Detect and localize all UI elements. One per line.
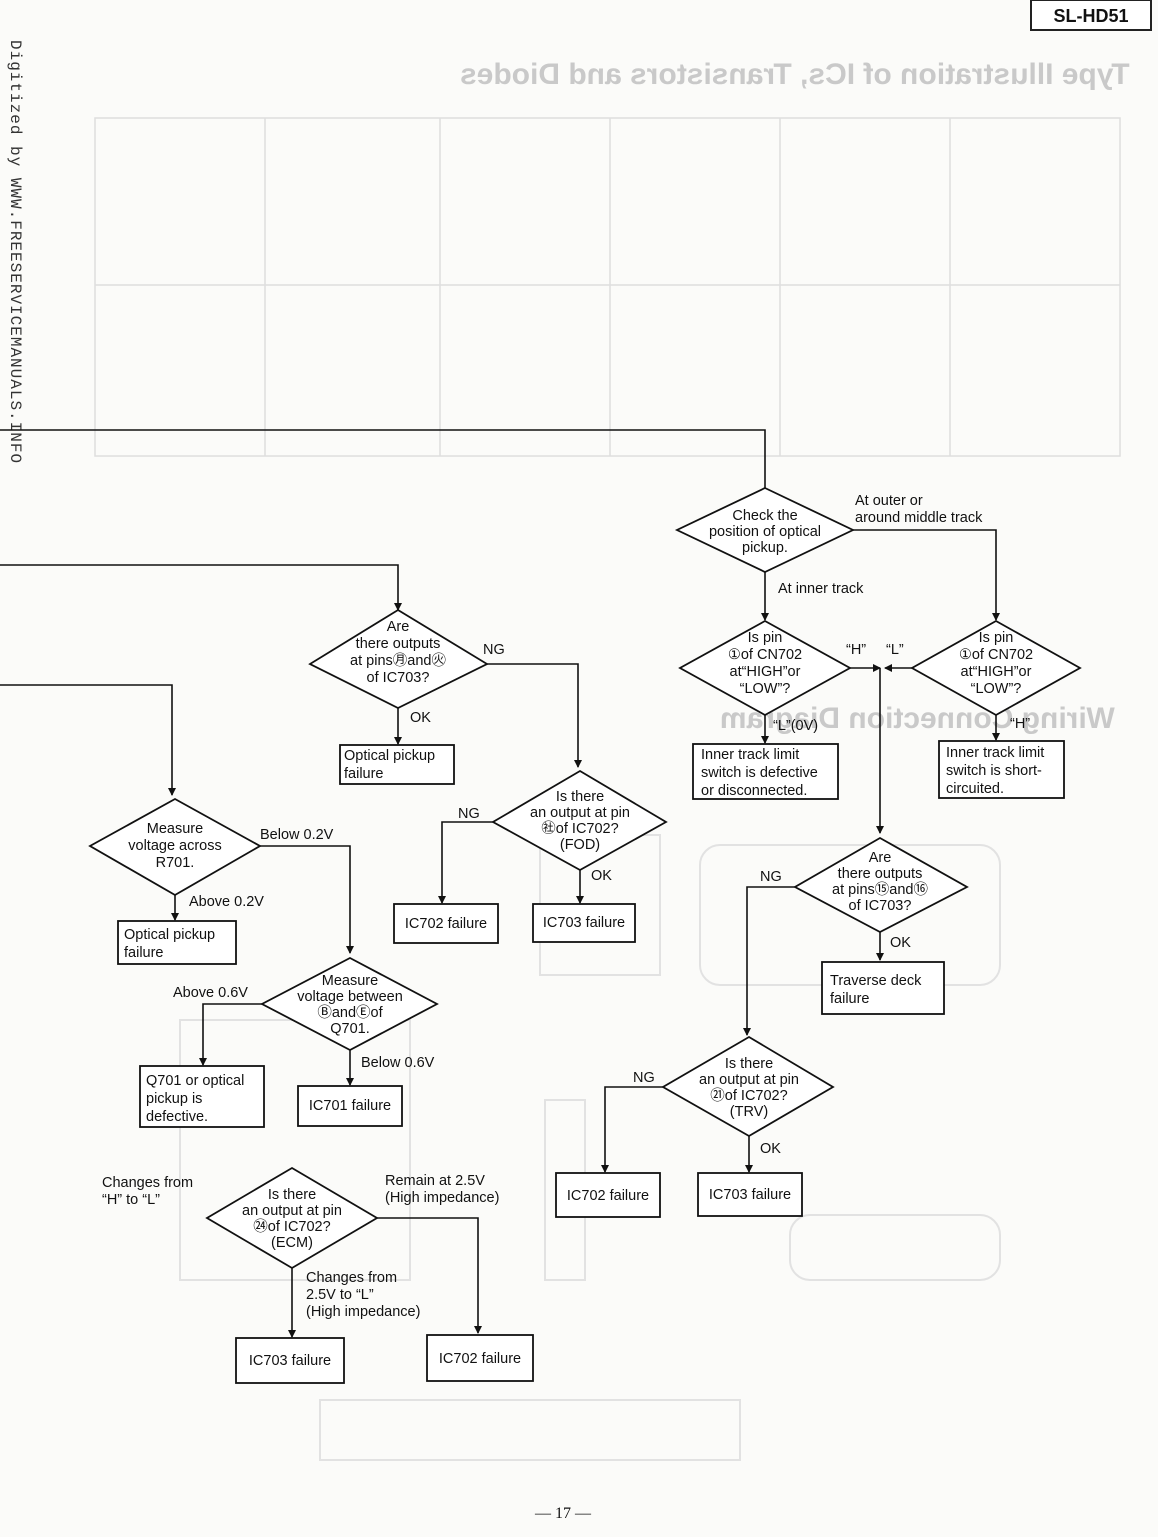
label-ng-1: NG (483, 642, 505, 658)
decision-check-position (674, 487, 856, 573)
label-ok-1: OK (410, 710, 431, 726)
box-inner-defective (692, 743, 839, 800)
label-L0V-label: “L”(0V) (773, 718, 818, 734)
label-above-06: Above 0.6V (173, 985, 248, 1001)
decision-pin1-left (678, 619, 852, 717)
label-ic703-fail-c: IC703 failure (249, 1353, 331, 1369)
box-ic702-fail-b (555, 1172, 661, 1218)
box-ic703-fail-a (532, 903, 636, 943)
box-q701-defective (139, 1065, 265, 1128)
label-ic703-fail-b: IC703 failure (709, 1187, 791, 1203)
label-remain-25: Remain at 2.5V(High impedance) (385, 1173, 499, 1206)
decision-pin1-right (910, 619, 1082, 717)
connector-lines (0, 429, 1000, 1338)
label-ok-3: OK (890, 935, 911, 951)
decision-pin21 (661, 1035, 835, 1138)
box-optical-failure-left (117, 920, 237, 965)
label-H-label: “H” (846, 642, 866, 658)
label-changes-hl: Changes from“H” to “L” (102, 1175, 193, 1208)
decision-pin24 (205, 1166, 379, 1270)
decision-outputs-25-26 (308, 608, 489, 710)
label-ic702-fail-a: IC702 failure (405, 916, 487, 932)
label-ic701-fail: IC701 failure (309, 1098, 391, 1114)
box-ic703-fail-b (697, 1172, 803, 1217)
label-ng-4: NG (633, 1070, 655, 1086)
diamonds (88, 487, 1082, 1270)
box-ic703-fail-c (235, 1337, 345, 1384)
box-ic702-fail-c (426, 1334, 534, 1382)
label-L-label: “L” (886, 642, 904, 658)
decision-measure-r701 (88, 797, 262, 897)
decision-pin28 (491, 769, 668, 872)
page-number: — 17 — (535, 1505, 591, 1522)
model-label: SL-HD51 (1030, 0, 1152, 31)
label-above-02: Above 0.2V (189, 894, 264, 910)
box-ic701-fail (297, 1085, 403, 1127)
label-H-label-right: “H” (1010, 716, 1030, 732)
label-below-02: Below 0.2V (260, 827, 334, 843)
box-inner-short (938, 740, 1065, 799)
decision-outputs-15-16 (793, 836, 969, 934)
label-ng-2: NG (458, 806, 480, 822)
watermark-text: Digitized by WWW.FREESERVICEMANUALS.INFO (6, 40, 24, 465)
label-inner-label: At inner track (778, 581, 864, 597)
box-traverse-fail (821, 961, 945, 1015)
label-ic702-fail-b: IC702 failure (567, 1188, 649, 1204)
label-ng-3: NG (760, 869, 782, 885)
boxes (117, 740, 1065, 1384)
bleed-table (94, 117, 1121, 457)
label-ok-2: OK (591, 868, 612, 884)
label-below-06: Below 0.6V (361, 1055, 435, 1071)
label-ok-4: OK (760, 1141, 781, 1157)
label-ic703-fail-a: IC703 failure (543, 915, 625, 931)
box-ic702-fail-a (393, 903, 499, 944)
box-optical-failure-top (339, 744, 455, 785)
decision-measure-q701 (260, 956, 439, 1052)
label-ic702-fail-c: IC702 failure (439, 1351, 521, 1367)
